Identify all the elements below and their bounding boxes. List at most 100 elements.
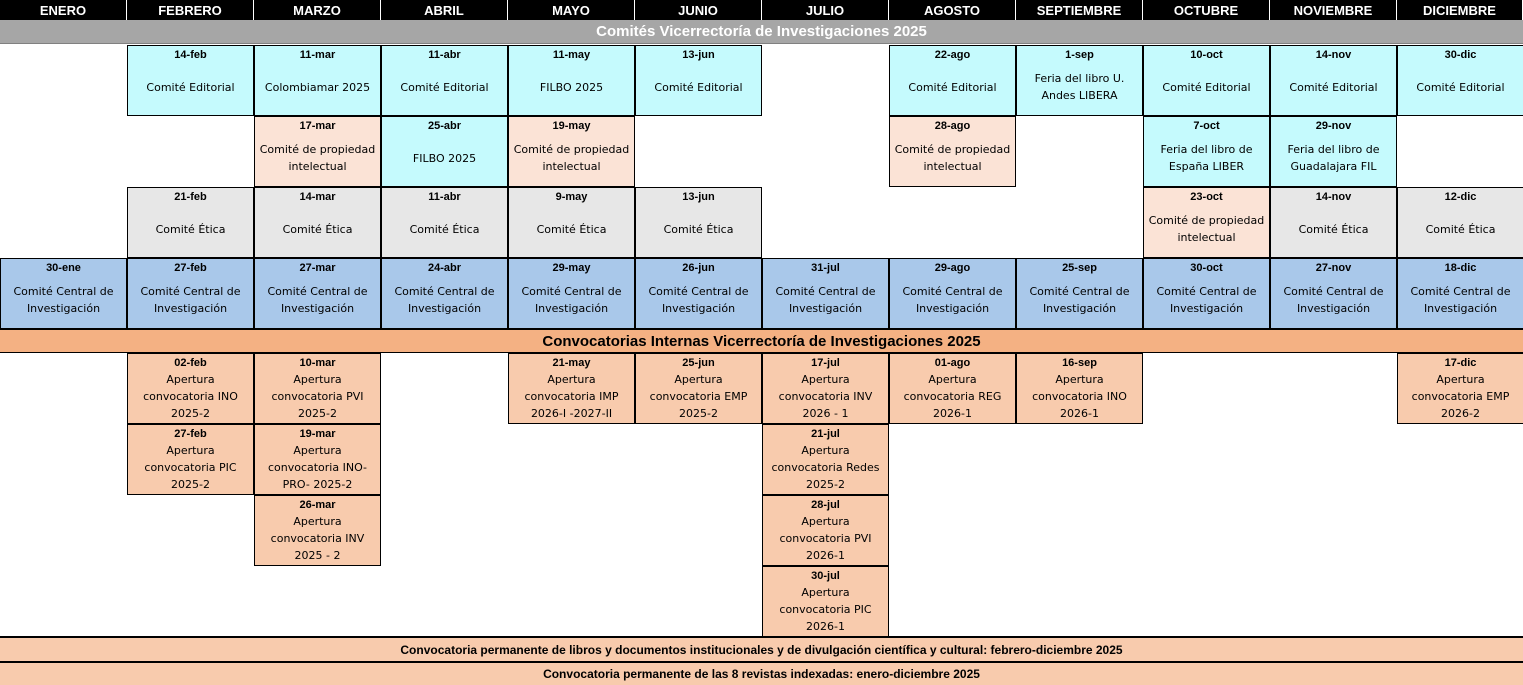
- convocatoria-label: Apertura convocatoria EMP 2026-2: [1411, 373, 1510, 420]
- comite-editorial-label: Comité Editorial: [146, 80, 235, 94]
- comite-editorial-date: 30-dic: [1444, 49, 1477, 61]
- comite-etica-label: Comité Ética: [663, 222, 734, 236]
- convocatoria-label: Apertura convocatoria IMP 2026-I -2027-I…: [524, 373, 619, 420]
- convocatoria-date: 19-mar: [299, 428, 336, 440]
- comite-central-label: Comité Central de Investigación: [1029, 285, 1130, 315]
- comite-etica-date: 13-jun: [682, 191, 715, 203]
- comite-central-date: 31-jul: [811, 262, 840, 274]
- comite-propiedad-date: 17-mar: [299, 120, 336, 132]
- comite-central-label: Comité Central de Investigación: [1156, 285, 1257, 315]
- comite-editorial-label: Feria del libro U. Andes LIBERA: [1034, 72, 1125, 102]
- comite-central-label: Comité Central de Investigación: [775, 285, 876, 315]
- convocatoria-label: Apertura convocatoria PIC 2026-1: [779, 586, 872, 633]
- convocatoria-label: Apertura convocatoria INV 2025 - 2: [270, 515, 365, 562]
- comite-propiedad-label: Comité de propiedad intelectual: [513, 143, 630, 173]
- month-header-febrero: FEBRERO: [127, 0, 254, 20]
- comite-editorial-label: Comité Editorial: [654, 80, 743, 94]
- convocatoria-date: 25-jun: [682, 357, 715, 369]
- comite-etica-label: Comité Ética: [155, 222, 226, 236]
- comite-etica-label: Comité Ética: [536, 222, 607, 236]
- convocatoria-date: 17-dic: [1444, 357, 1477, 369]
- comites-section-title: Comités Vicerrectoría de Investigaciones…: [0, 20, 1523, 44]
- month-header-abril: ABRIL: [381, 0, 508, 20]
- comite-central-label: Comité Central de Investigación: [1410, 285, 1511, 315]
- convocatoria-date: 26-mar: [299, 499, 336, 511]
- comite-central-label: Comité Central de Investigación: [902, 285, 1003, 315]
- convocatoria-label: Apertura convocatoria INV 2026 - 1: [778, 373, 873, 420]
- convocatoria-date: 21-may: [552, 357, 591, 369]
- comite-editorial-date: 11-abr: [428, 49, 461, 61]
- comite-editorial-date: 1-sep: [1065, 49, 1094, 61]
- month-header-enero: ENERO: [0, 0, 127, 20]
- convocatoria-date: 27-feb: [174, 428, 207, 440]
- comite-propiedad-date: 28-ago: [934, 120, 971, 132]
- comite-propiedad-label: Comité de propiedad intelectual: [1148, 214, 1265, 244]
- footer-permanent-books: Convocatoria permanente de libros y docu…: [0, 636, 1523, 662]
- convocatoria-label: Apertura convocatoria PVI 2026-1: [779, 515, 872, 562]
- convocatoria-label: Apertura convocatoria PVI 2025-2: [271, 373, 364, 420]
- comite-editorial-label: Comité Editorial: [1289, 80, 1378, 94]
- comite-editorial-label: Comité Editorial: [908, 80, 997, 94]
- footer-permanent-journals: Convocatoria permanente de las 8 revista…: [0, 661, 1523, 685]
- comite-editorial-label: Feria del libro de España LIBER: [1160, 143, 1253, 173]
- comite-editorial-date: 22-ago: [934, 49, 971, 61]
- month-header-julio: JULIO: [762, 0, 889, 20]
- comite-central-date: 27-mar: [299, 262, 336, 274]
- comite-central-label: Comité Central de Investigación: [13, 285, 114, 315]
- comite-central-date: 26-jun: [682, 262, 715, 274]
- convocatoria-label: Apertura convocatoria INO 2026-1: [1032, 373, 1127, 420]
- comite-central-date: 30-oct: [1190, 262, 1223, 274]
- comite-etica-date: 14-nov: [1315, 191, 1352, 203]
- comite-etica-label: Comité Ética: [409, 222, 480, 236]
- comite-central-date: 25-sep: [1062, 262, 1097, 274]
- comite-editorial-label: Colombiamar 2025: [264, 80, 371, 94]
- comite-editorial-label: FILBO 2025: [412, 151, 477, 165]
- comite-central-date: 27-feb: [174, 262, 207, 274]
- comite-propiedad-label: Comité de propiedad intelectual: [894, 143, 1011, 173]
- comite-propiedad-date: 19-may: [552, 120, 591, 132]
- convocatoria-date: 16-sep: [1062, 357, 1097, 369]
- comite-etica-date: 21-feb: [174, 191, 207, 203]
- convocatoria-label: Apertura convocatoria EMP 2025-2: [649, 373, 748, 420]
- comite-central-label: Comité Central de Investigación: [521, 285, 622, 315]
- comite-etica-label: Comité Ética: [282, 222, 353, 236]
- comite-propiedad-label: Comité de propiedad intelectual: [259, 143, 376, 173]
- month-header-octubre: OCTUBRE: [1143, 0, 1270, 20]
- convocatoria-date: 28-jul: [811, 499, 840, 511]
- month-header-mayo: MAYO: [508, 0, 635, 20]
- comite-etica-date: 14-mar: [299, 191, 336, 203]
- comite-central-label: Comité Central de Investigación: [140, 285, 241, 315]
- comite-central-date: 29-may: [552, 262, 591, 274]
- comite-editorial-date: 14-feb: [174, 49, 207, 61]
